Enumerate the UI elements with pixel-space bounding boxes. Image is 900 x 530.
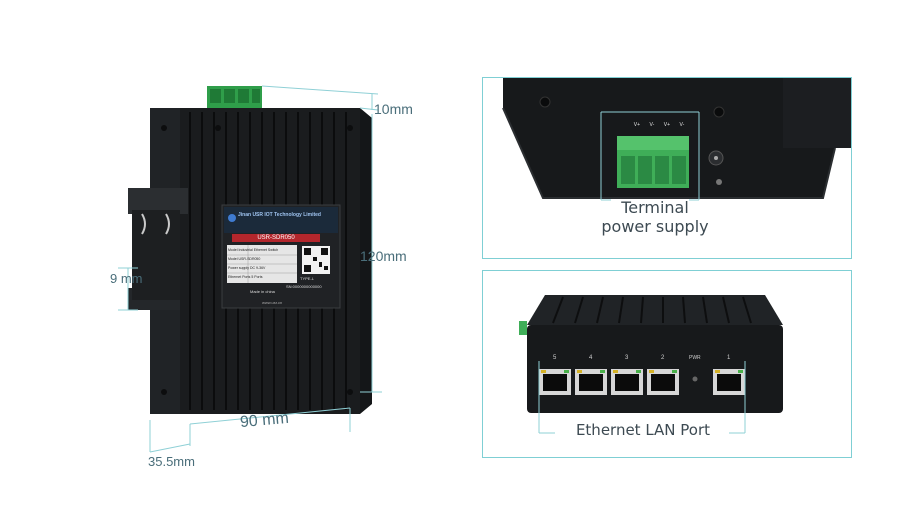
callout-bracket [538, 361, 746, 434]
dimension-total-height: 120mm [360, 248, 407, 264]
label-model-banner: USR-SDR050 [257, 235, 295, 241]
terminal-caption-line2: power supply [601, 217, 709, 236]
pwr-label: PWR [689, 355, 701, 361]
ethernet-ports-panel: 5 4 3 2 PWR 1 Ethernet LAN Port [482, 270, 852, 458]
terminal-closeup-panel: V+ V- V+ V- Terminal power supply [482, 77, 852, 259]
terminal-mark: V- [679, 122, 685, 128]
terminal-mark: V+ [663, 122, 671, 128]
label-row: Model USR-SDR050 [228, 257, 261, 261]
terminal-caption-line1: Terminal [621, 198, 689, 217]
dimension-top-height: 10mm [374, 101, 413, 117]
din-rail-clip [128, 188, 188, 310]
terminal-mark: V+ [633, 122, 641, 128]
dimension-rail-depth: 9 mm [110, 271, 143, 286]
rj45-ports [539, 369, 745, 395]
port-number: 5 [553, 355, 557, 361]
port-number: 4 [589, 355, 593, 361]
label-row: Model Industrial Ethernet Switch [228, 248, 279, 252]
terminal-caption: Terminal power supply [585, 198, 725, 236]
port-number: 1 [727, 355, 731, 361]
label-serial: SN:0000000000000 [286, 284, 322, 289]
green-terminal-block [207, 86, 262, 108]
label-website: www.usr.cn [262, 300, 283, 305]
ethernet-caption: Ethernet LAN Port [575, 421, 711, 439]
port-number: 3 [625, 355, 629, 361]
label-row: Ethernet Ports 5 Ports [228, 275, 263, 279]
callout-bracket [600, 111, 700, 201]
label-row: Power supply DC 9-36V [228, 266, 266, 270]
label-made-in: Made in china [250, 289, 275, 294]
dimension-lines [118, 85, 382, 453]
terminal-closeup-illustration [502, 78, 851, 201]
product-label-sticker [221, 204, 341, 309]
ethernet-closeup-illustration [519, 295, 783, 434]
port-numbers: 5 4 3 2 PWR 1 [539, 355, 749, 365]
label-brand: Jinan USR IOT Technology Limited [238, 212, 321, 218]
label-rows: Model Industrial Ethernet Switch Model U… [228, 246, 296, 282]
port-number: 2 [661, 355, 665, 361]
label-type: TYPE-L [300, 276, 315, 281]
terminal-block-closeup [617, 136, 689, 188]
dimension-depth: 35.5mm [148, 454, 195, 469]
terminal-mark: V- [649, 122, 655, 128]
terminal-marks: V+ V- V+ V- [629, 122, 689, 128]
